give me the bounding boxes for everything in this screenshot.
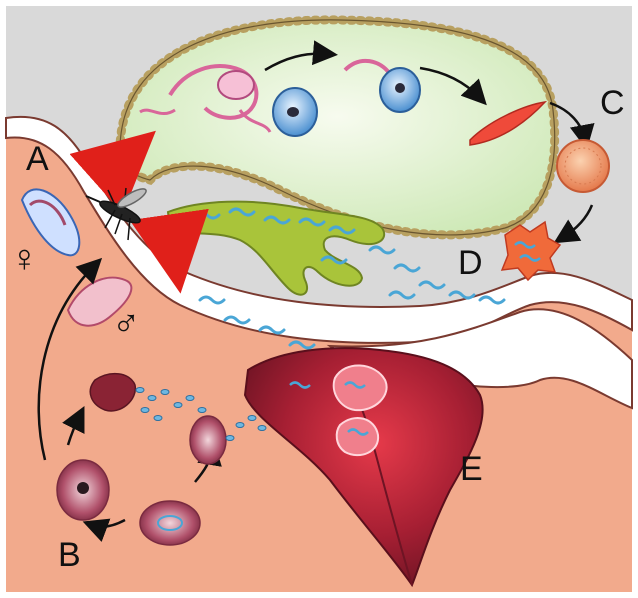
oocyst (557, 140, 609, 192)
female-symbol: ♀ (10, 240, 39, 278)
label-c: C (600, 86, 625, 120)
label-d: D (458, 246, 483, 280)
label-b: B (58, 538, 81, 572)
label-a: A (26, 142, 49, 176)
male-symbol: ♂ (112, 305, 141, 343)
label-e: E (460, 452, 483, 486)
